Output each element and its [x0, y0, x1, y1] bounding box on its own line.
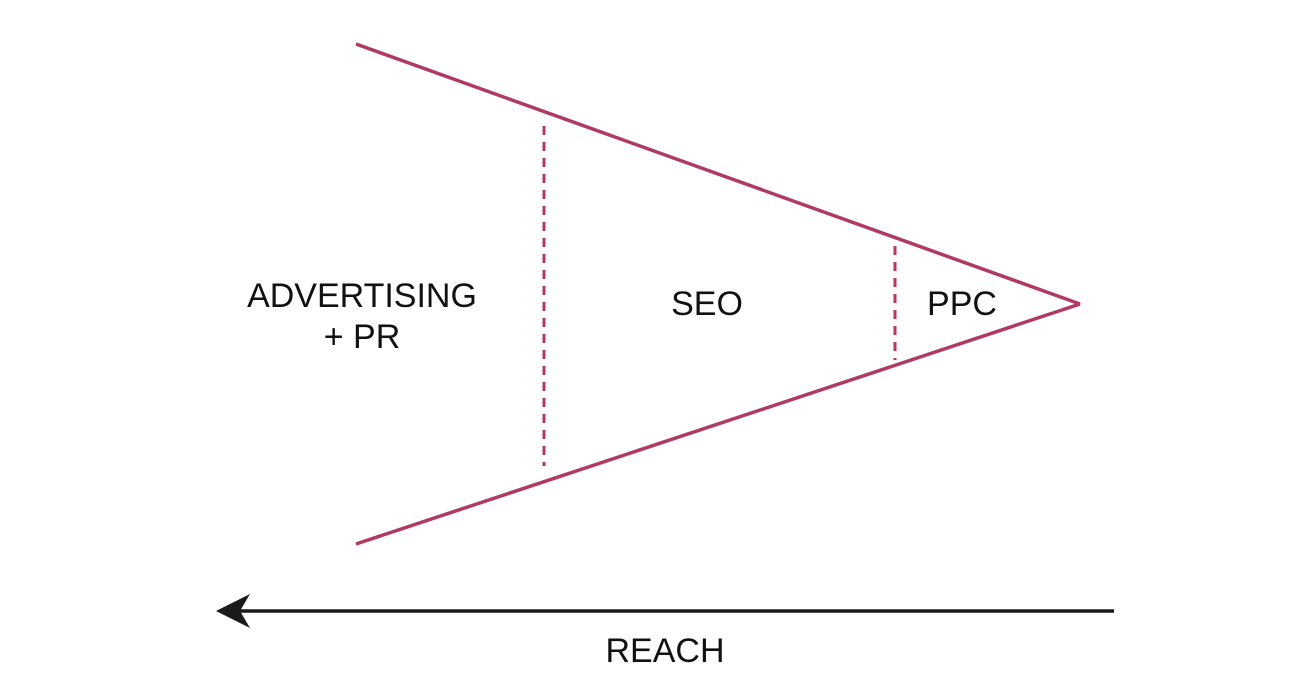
- funnel-lower-edge: [355, 302, 1081, 546]
- funnel-upper-edge: [355, 42, 1081, 306]
- advertising-label: ADVERTISING: [247, 277, 477, 315]
- advertising-label-line2: + PR: [324, 318, 401, 356]
- seo-label: SEO: [671, 285, 743, 323]
- ppc-label: PPC: [927, 285, 997, 323]
- reach-label: REACH: [605, 632, 724, 670]
- reach-arrow-head: [216, 594, 250, 628]
